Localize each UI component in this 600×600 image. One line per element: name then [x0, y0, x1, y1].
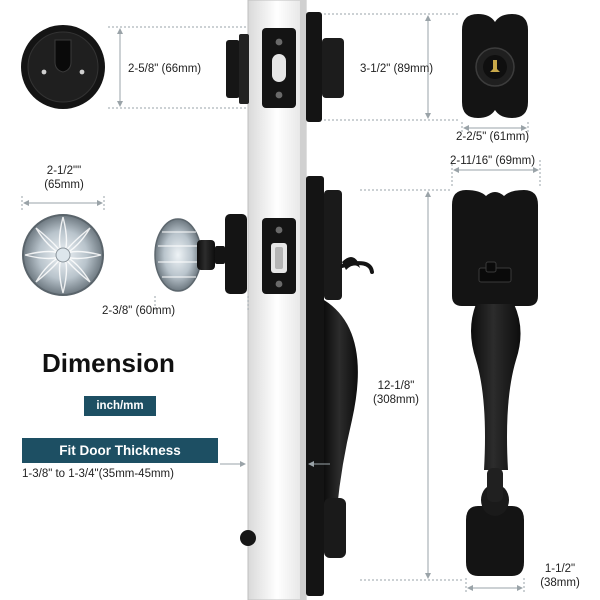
deadbolt-front-view: [462, 14, 528, 118]
deadbolt-side-view: [306, 12, 344, 122]
fit-door-thickness-heading: Fit Door Thickness: [22, 438, 218, 463]
unit-badge: inch/mm: [84, 396, 156, 416]
dimension-arrowheads: [23, 15, 539, 591]
handle-height-label: 12-1/8" (308mm): [368, 380, 424, 408]
base-width-imperial: 1-1/2": [544, 563, 576, 575]
thumbturn-side-view: [226, 34, 249, 104]
handleset-side-view: [240, 176, 374, 596]
crystal-knob-front-view: [22, 214, 104, 296]
handle-height-metric: (308mm): [372, 393, 419, 406]
passage-latch-plate: [262, 218, 296, 294]
handleset-front-view: [452, 190, 538, 576]
fit-door-thickness-range: 1-3/8" to 1-3/4"(35mm-45mm): [22, 468, 174, 480]
crystal-knob-side-view: [154, 214, 247, 294]
handle-width-label: 2-11/16" (69mm): [450, 155, 536, 167]
thumbturn-front-view: [21, 25, 105, 109]
knob-diameter-label: 2-1/2"" (65mm): [38, 165, 90, 193]
knob-projection-label: 2-3/8" (60mm): [102, 305, 176, 317]
knob-diameter-metric: (65mm): [44, 178, 84, 191]
base-width-label: 1-1/2" (38mm): [534, 563, 586, 591]
deadbolt-width-label: 2-2/5" (61mm): [456, 131, 530, 143]
base-width-metric: (38mm): [540, 576, 580, 589]
thumbturn-diameter-label: 2-5/8" (66mm): [128, 63, 202, 75]
page-title: Dimension: [42, 348, 175, 378]
deadbolt-latch-plate: [262, 28, 296, 108]
handle-height-imperial: 12-1/8": [377, 380, 415, 392]
deadbolt-height-label: 3-1/2" (89mm): [360, 63, 434, 75]
knob-diameter-imperial: 2-1/2"": [46, 165, 82, 177]
